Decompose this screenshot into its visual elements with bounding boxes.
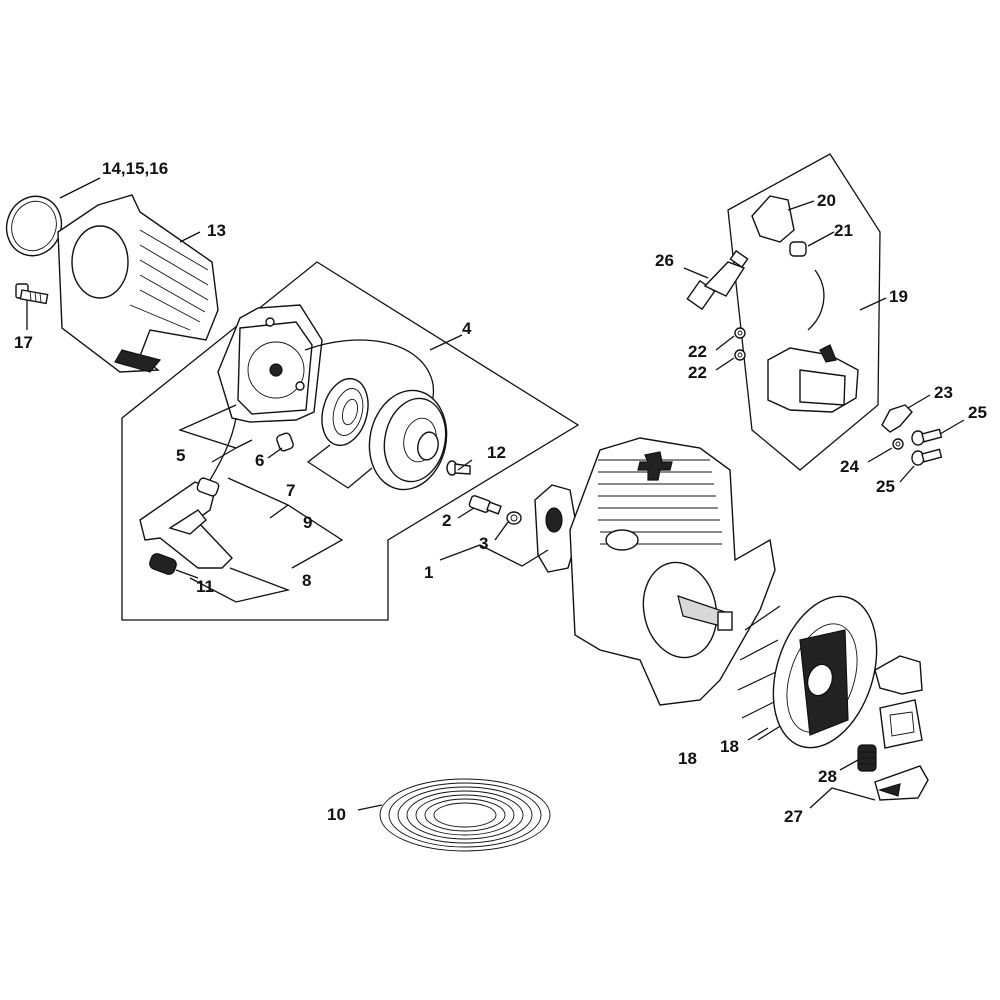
label-14-15-16: 14,15,16 xyxy=(102,159,168,178)
spring-part-21 xyxy=(789,241,807,257)
label-2: 2 xyxy=(442,511,451,530)
starter-housing-part xyxy=(217,304,323,423)
label-12: 12 xyxy=(487,443,506,462)
label-19: 19 xyxy=(889,287,908,306)
label-24: 24 xyxy=(840,457,859,476)
starter-grip-part xyxy=(139,477,233,569)
label-13: 13 xyxy=(207,221,226,240)
starter-group-outline xyxy=(121,261,580,621)
screw-part-25a xyxy=(911,428,943,446)
label-4: 4 xyxy=(462,319,472,338)
flywheel-part xyxy=(737,595,878,749)
screw-part-17 xyxy=(15,283,49,305)
label-18-engine: 18 xyxy=(678,749,697,768)
label-20: 20 xyxy=(817,191,836,210)
clutch-shoe-lower-part xyxy=(874,765,929,801)
screw-part-12 xyxy=(446,460,471,476)
engine-block-part xyxy=(569,437,776,706)
label-3: 3 xyxy=(479,534,488,553)
starter-rope-lower xyxy=(209,417,237,481)
clutch-shoe-upper-part xyxy=(874,655,923,695)
clutch-spring-part xyxy=(857,744,877,772)
label-21: 21 xyxy=(834,221,853,240)
label-22-lower: 22 xyxy=(688,363,707,382)
part-labels: 14,15,16 13 17 4 5 6 7 12 9 8 11 2 3 1 1… xyxy=(14,159,987,826)
label-18-flywheel: 18 xyxy=(720,737,739,756)
sleeve-part xyxy=(276,432,294,452)
label-9: 9 xyxy=(303,513,312,532)
label-28: 28 xyxy=(818,767,837,786)
leader-lines xyxy=(26,177,965,811)
label-7: 7 xyxy=(286,481,295,500)
label-25-upper: 25 xyxy=(968,403,987,422)
label-25-lower: 25 xyxy=(876,477,895,496)
rewind-spring-coil-part xyxy=(379,778,551,852)
label-1: 1 xyxy=(424,563,433,582)
label-11: 11 xyxy=(196,577,214,596)
label-26: 26 xyxy=(655,251,674,270)
shroud-part xyxy=(57,194,219,373)
fitting-part-2 xyxy=(468,495,502,515)
label-8: 8 xyxy=(302,571,311,590)
washer-part-22a xyxy=(734,327,746,339)
ignition-lead xyxy=(807,269,825,331)
label-27: 27 xyxy=(784,807,803,826)
clutch-carrier-part xyxy=(879,699,923,749)
rewind-spring-part xyxy=(321,377,369,447)
washer-part-22b xyxy=(734,349,746,361)
spark-plug-cap-part xyxy=(751,195,795,243)
label-10: 10 xyxy=(327,805,346,824)
screw-part-25b xyxy=(911,448,943,466)
spark-plug-part xyxy=(686,249,749,311)
rope-guide-bush-part xyxy=(149,553,177,575)
ignition-group-outline xyxy=(727,153,881,471)
label-6: 6 xyxy=(255,451,264,470)
label-23: 23 xyxy=(934,383,953,402)
washer-part-24 xyxy=(892,438,904,450)
label-22-upper: 22 xyxy=(688,342,707,361)
label-5: 5 xyxy=(176,446,185,465)
contact-spring-part xyxy=(881,404,913,433)
label-17: 17 xyxy=(14,333,33,352)
rope-rotor-part xyxy=(368,389,448,491)
ignition-module-part xyxy=(767,344,859,413)
clip-part-3 xyxy=(506,511,522,525)
